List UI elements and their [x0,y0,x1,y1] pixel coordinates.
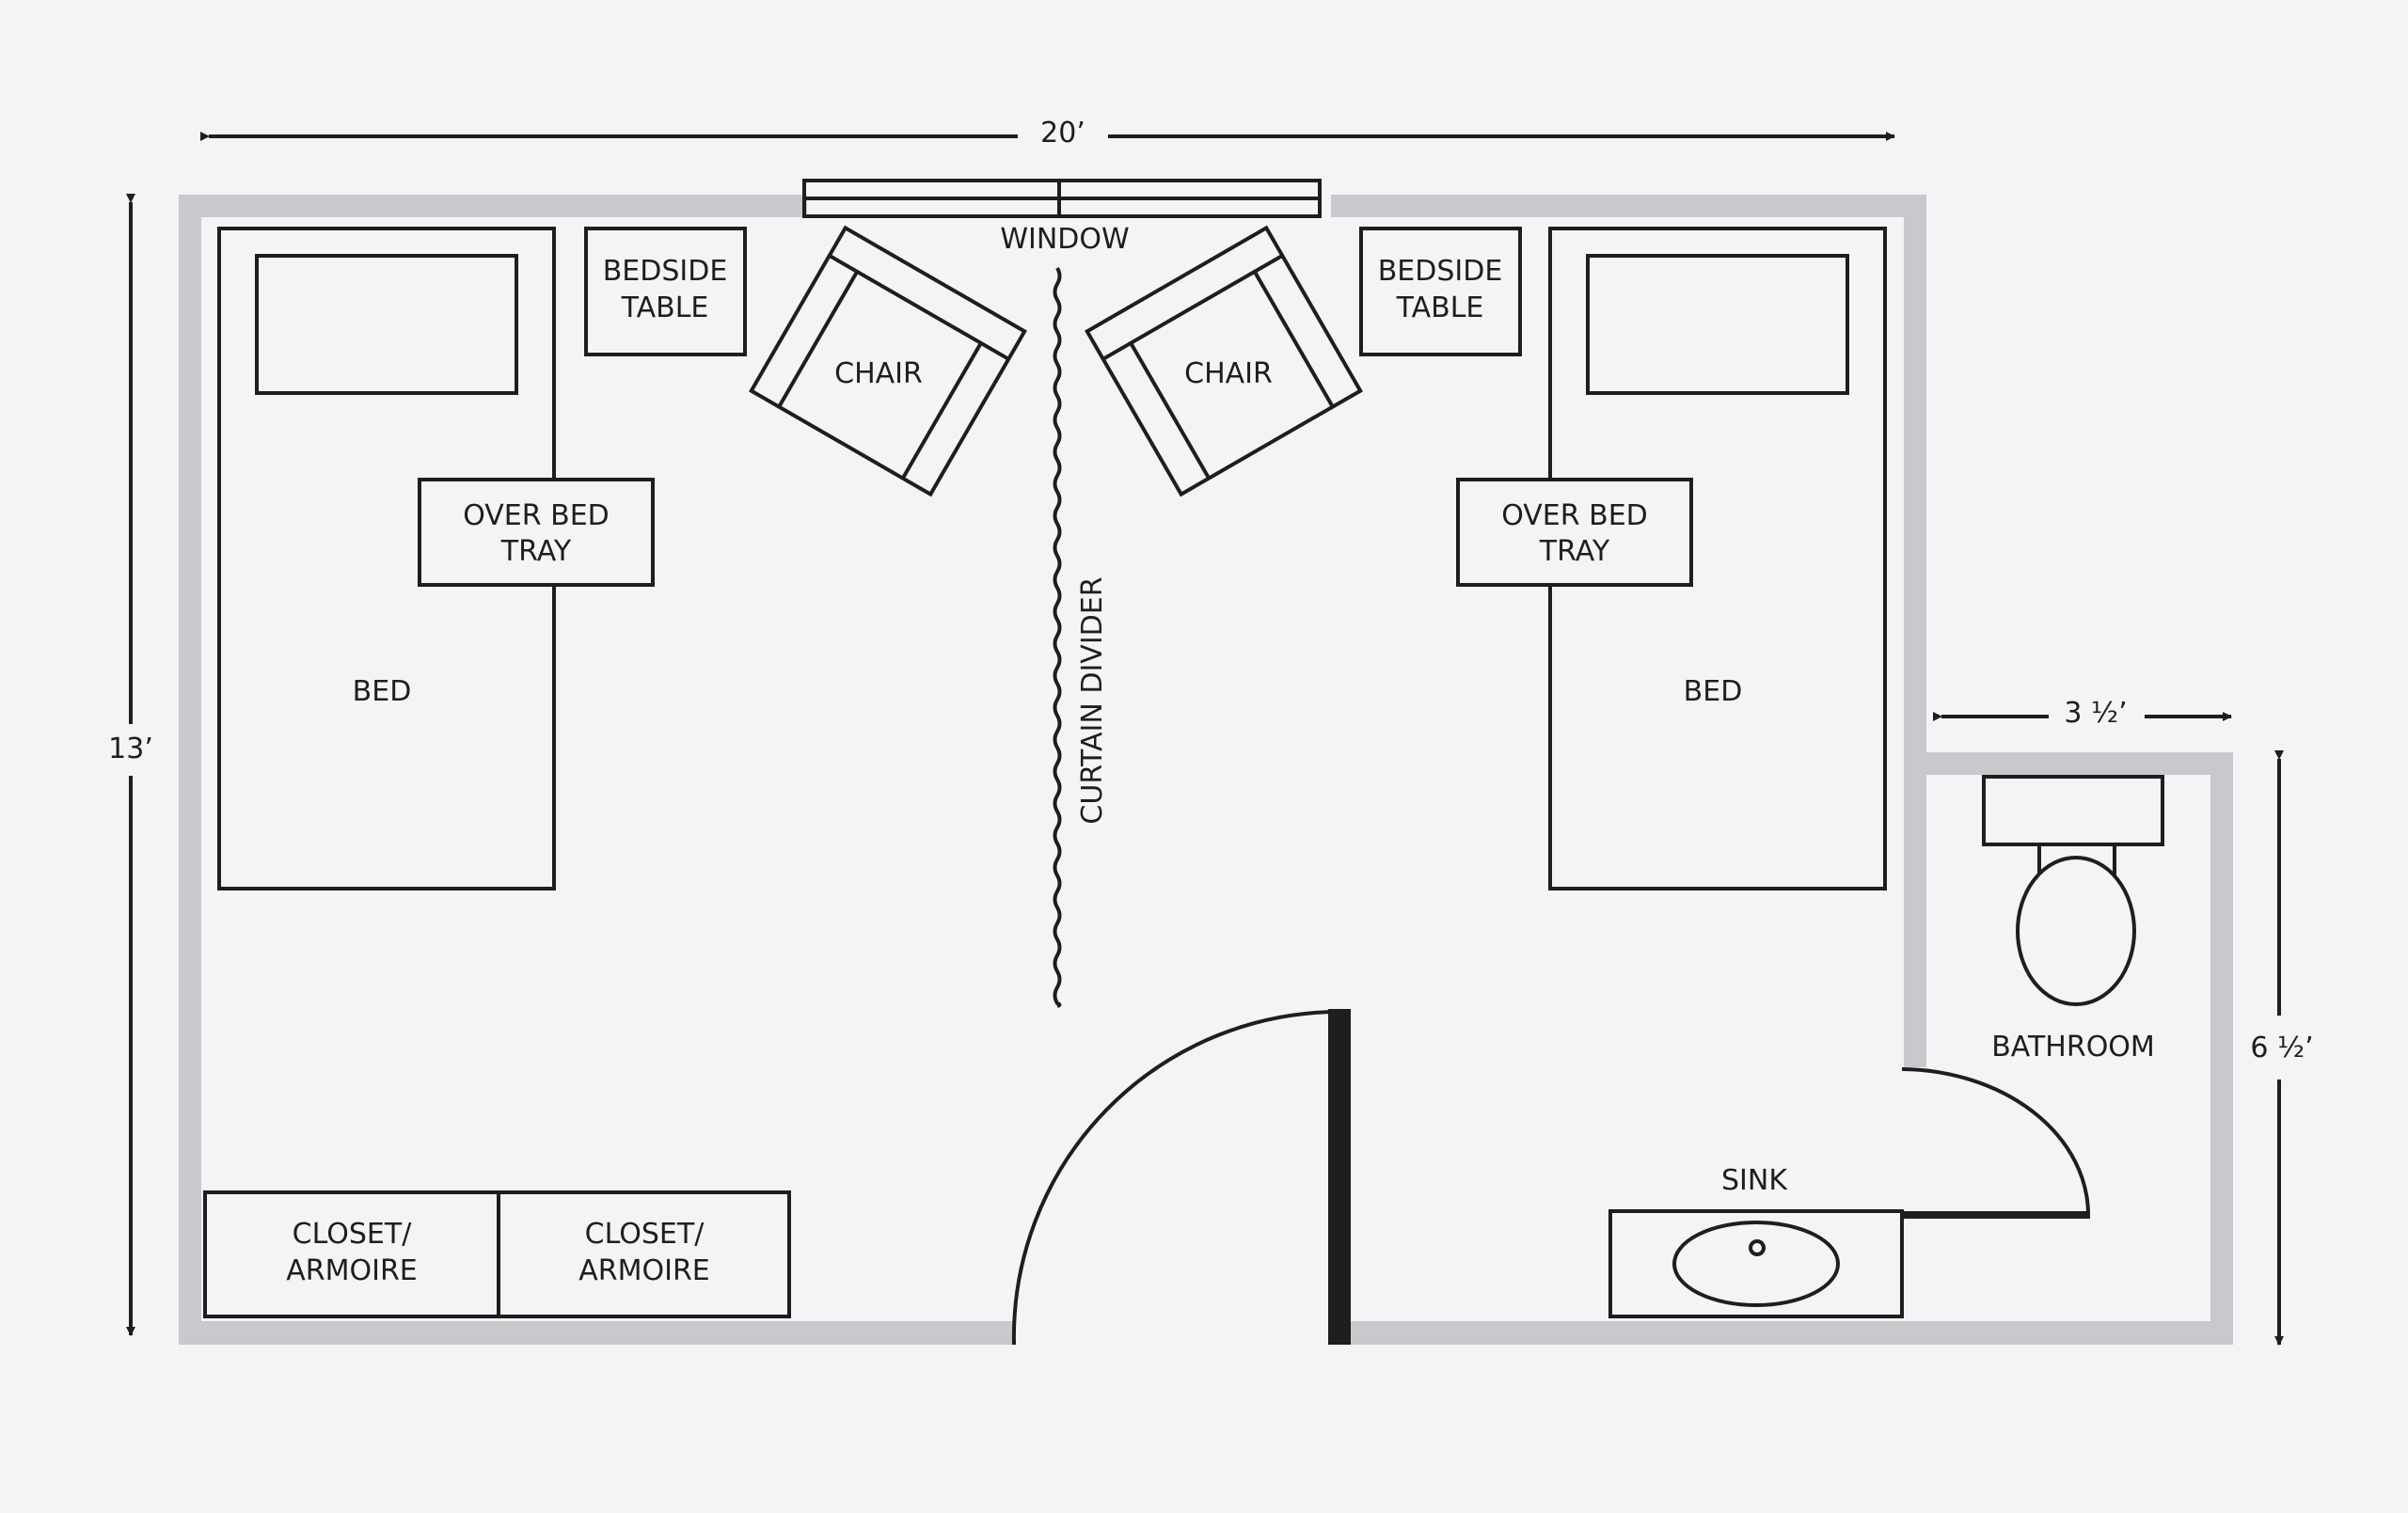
left-bed-pillow [255,254,518,395]
closet-2-label-1: CLOSET/ [585,1218,705,1251]
wall-left [179,195,201,1345]
width-dimension-label: 20’ [1040,117,1085,150]
wall-top-right [1331,195,1926,217]
right-tray-label-1: OVER BED [1501,499,1648,532]
curtain-divider-label: CURTAIN DIVIDER [1076,576,1109,824]
dimension-bathroom-height: 6 ½’ [2250,750,2314,1346]
walls [179,195,2233,1345]
sink [1608,1209,1904,1318]
bathroom-height-label: 6 ½’ [2250,1032,2313,1064]
closet-2-label-2: ARMOIRE [578,1254,710,1287]
wall-top-left [179,195,807,217]
sink-label: SINK [1721,1164,1788,1197]
bathroom-door-leaf [1900,1211,2090,1219]
wall-right-upper [1904,195,1926,1067]
right-bedside-label-1: BEDSIDE [1378,255,1503,288]
right-bed-label: BED [1684,675,1743,708]
left-bedside-table: BEDSIDE TABLE [584,227,747,356]
left-tray-label-1: OVER BED [463,499,610,532]
wall-bathroom-right [2210,752,2233,1345]
closet-1-label-2: ARMOIRE [286,1254,418,1287]
right-bed-pillow [1586,254,1849,395]
bathroom-door [1900,1067,2090,1219]
dimension-height: 13’ [108,194,153,1336]
window-label: WINDOW [1000,223,1129,256]
sink-drain [1749,1239,1766,1256]
dimension-width: 20’ [200,117,1895,150]
right-bedside-label-2: TABLE [1396,292,1484,324]
height-dimension-label: 13’ [108,733,153,765]
closet-2: CLOSET/ ARMOIRE [497,1190,791,1318]
wall-bottom-left [179,1321,1014,1345]
window: WINDOW [802,179,1322,256]
closet-1-label-1: CLOSET/ [293,1218,413,1251]
closet-1: CLOSET/ ARMOIRE [203,1190,500,1318]
right-over-bed-tray: OVER BED TRAY [1456,478,1693,587]
main-door [1011,1009,1351,1346]
toilet-bowl [2016,856,2136,1006]
right-chair-label: CHAIR [1184,357,1273,390]
dimension-bathroom-width: 3 ½’ [1933,697,2232,730]
bathroom-label: BATHROOM [1991,1031,2155,1064]
left-chair-label: CHAIR [834,357,923,390]
wall-bottom-right [1351,1321,2233,1345]
left-tray-label-2: TRAY [500,535,572,568]
left-chair [749,225,1027,497]
right-chair [1085,225,1363,497]
curtain-divider: CURTAIN DIVIDER [1053,266,1109,1008]
wall-bathroom-top [1904,752,2233,775]
toilet [1982,775,2164,1006]
left-over-bed-tray: OVER BED TRAY [418,478,655,587]
right-tray-label-2: TRAY [1539,535,1610,568]
left-bedside-label-2: TABLE [621,292,709,324]
toilet-tank [1982,775,2164,846]
sink-basin [1672,1221,1840,1307]
right-bedside-table: BEDSIDE TABLE [1359,227,1522,356]
left-bedside-label-1: BEDSIDE [603,255,728,288]
bathroom-width-label: 3 ½’ [2064,697,2127,730]
main-door-leaf [1328,1009,1351,1345]
left-bed-label: BED [353,675,412,708]
